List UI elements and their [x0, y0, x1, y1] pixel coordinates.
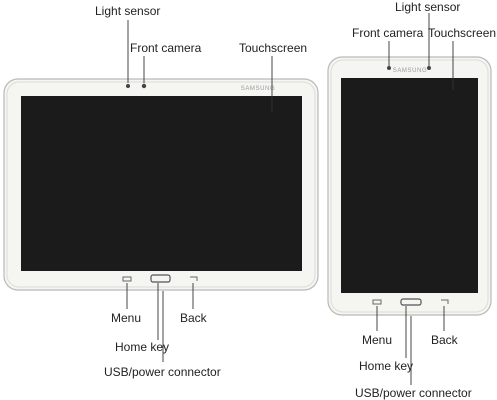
large-light-sensor-label: Light sensor [95, 4, 161, 18]
small-touchscreen-label: Touchscreen [428, 26, 497, 40]
large-menu-label: Menu [111, 311, 142, 325]
small-tablet-back-key [441, 299, 449, 304]
large-tablet-body-inner-edge [6, 81, 316, 288]
large-back-label: Back [180, 311, 207, 325]
large-home-key-label: Home key [115, 340, 170, 354]
large-tablet-home-key [150, 274, 171, 283]
large-touchscreen-label: Touchscreen [239, 41, 308, 55]
small-tablet-leader-lines [376, 13, 454, 385]
small-tablet-home-key [400, 298, 422, 306]
small-tablet-menu-key [372, 299, 382, 305]
large-tablet-screen [21, 96, 302, 271]
large-tablet-back-key [190, 276, 198, 281]
small-tablet-screen [341, 78, 478, 293]
small-home-key-label: Home key [359, 359, 414, 373]
small-tablet: SAMSUNG [327, 56, 492, 316]
small-usb-connector-label: USB/power connector [355, 386, 472, 400]
large-front-camera-label: Front camera [130, 41, 202, 55]
small-back-label: Back [431, 333, 458, 347]
large-usb-connector-label: USB/power connector [104, 365, 221, 379]
large-tablet-menu-key [122, 276, 132, 282]
small-tablet-front-camera [387, 66, 391, 70]
small-front-camera-label: Front camera [352, 26, 424, 40]
large-tablet-front-camera [141, 83, 147, 89]
small-tablet-body-inner-edge [330, 59, 489, 313]
small-tablet-brand-logo: SAMSUNG [393, 68, 428, 74]
small-tablet-light-sensor [427, 66, 431, 70]
large-tablet-brand-logo: SAMSUNG [241, 86, 276, 92]
large-tablet-leader-lines [126, 20, 273, 362]
small-light-sensor-label: Light sensor [395, 0, 461, 14]
large-tablet: SAMSUNG [3, 78, 319, 291]
large-tablet-light-sensor [126, 84, 130, 88]
small-menu-label: Menu [362, 333, 393, 347]
